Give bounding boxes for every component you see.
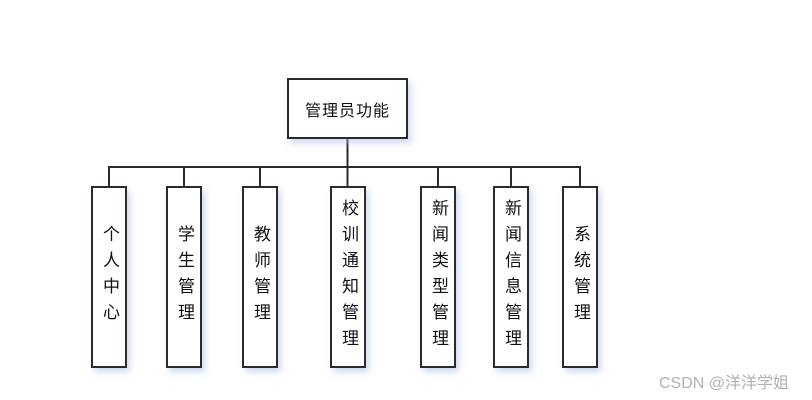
node-school-notice-management: 校训通知管理 (330, 186, 366, 368)
node-admin-functions-label: 管理员功能 (304, 102, 390, 120)
node-personal-center: 个人中心 (91, 186, 127, 368)
node-news-type-management-label: 新闻类型管理 (429, 199, 448, 355)
node-teacher-management-label: 教师管理 (251, 225, 270, 329)
node-system-management-label: 系统管理 (571, 225, 590, 329)
csdn-watermark: CSDN @洋洋学姐 (659, 375, 790, 392)
node-school-notice-management-label: 校训通知管理 (339, 199, 358, 355)
node-news-type-management: 新闻类型管理 (420, 186, 456, 368)
node-admin-functions: 管理员功能 (287, 78, 408, 139)
node-student-management: 学生管理 (166, 186, 202, 368)
node-teacher-management: 教师管理 (242, 186, 278, 368)
node-student-management-label: 学生管理 (175, 225, 194, 329)
node-personal-center-label: 个人中心 (100, 225, 119, 329)
node-news-info-management-label: 新闻信息管理 (502, 199, 521, 355)
node-system-management: 系统管理 (562, 186, 598, 368)
node-news-info-management: 新闻信息管理 (493, 186, 529, 368)
